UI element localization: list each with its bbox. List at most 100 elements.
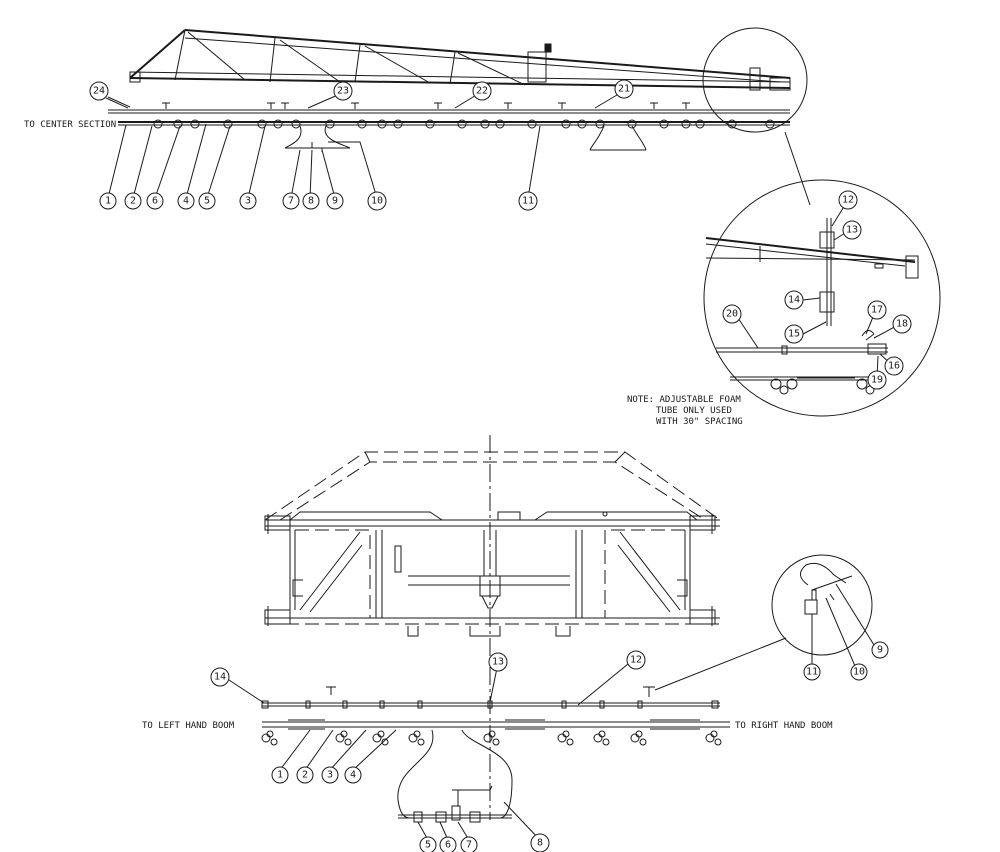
svg-text:4: 4 bbox=[350, 770, 356, 781]
svg-text:6: 6 bbox=[152, 196, 158, 207]
upper-boom-pipe bbox=[118, 119, 790, 152]
svg-text:2: 2 bbox=[130, 196, 136, 207]
callout-7: 7 bbox=[282, 192, 300, 210]
lower-callout-balloons: 14 13 12 1 2 3 4 5 6 7 8 9 10 11 bbox=[210, 641, 889, 852]
upper-nozzle-bodies bbox=[153, 119, 775, 129]
callout-6-lower: 6 bbox=[439, 836, 457, 852]
callout-2-lower: 2 bbox=[296, 766, 314, 784]
svg-text:3: 3 bbox=[327, 770, 333, 781]
callout-11: 11 bbox=[518, 191, 538, 211]
upper-foam-tube bbox=[105, 97, 790, 114]
svg-text:13: 13 bbox=[492, 657, 504, 668]
svg-text:24: 24 bbox=[93, 86, 105, 97]
svg-text:22: 22 bbox=[476, 86, 488, 97]
callout-1-lower: 1 bbox=[271, 766, 289, 784]
svg-text:12: 12 bbox=[842, 195, 854, 206]
left-hand-boom-label: TO LEFT HAND BOOM bbox=[142, 721, 235, 731]
callout-11-lower: 11 bbox=[803, 663, 821, 681]
upper-callout-balloons: 1 2 6 4 5 3 7 8 9 10 11 24 23 22 21 bbox=[89, 79, 634, 211]
svg-text:19: 19 bbox=[871, 375, 883, 386]
detail-view-content bbox=[705, 199, 919, 395]
svg-text:TUBE ONLY USED: TUBE ONLY USED bbox=[656, 406, 732, 416]
lower-foam-tube bbox=[261, 686, 720, 709]
callout-13: 13 bbox=[842, 220, 862, 240]
svg-text:5: 5 bbox=[204, 196, 210, 207]
svg-text:21: 21 bbox=[618, 84, 630, 95]
callout-14: 14 bbox=[784, 290, 804, 310]
callout-23: 23 bbox=[333, 81, 353, 101]
svg-text:4: 4 bbox=[183, 196, 189, 207]
lower-center-frame bbox=[264, 435, 721, 820]
lower-detail-circle bbox=[771, 554, 873, 656]
svg-text:12: 12 bbox=[630, 655, 642, 666]
upper-boom-truss bbox=[129, 29, 791, 91]
callout-9-lower: 9 bbox=[871, 641, 889, 659]
svg-text:2: 2 bbox=[302, 770, 308, 781]
svg-text:20: 20 bbox=[726, 309, 738, 320]
callout-10-lower: 10 bbox=[850, 663, 868, 681]
callout-2: 2 bbox=[124, 192, 142, 210]
detail-callout-circle-small bbox=[702, 27, 808, 133]
lower-boom-pipe bbox=[261, 719, 730, 823]
svg-text:16: 16 bbox=[888, 361, 900, 372]
svg-text:NOTE: ADJUSTABLE FOAM: NOTE: ADJUSTABLE FOAM bbox=[627, 395, 741, 405]
callout-13-lower: 13 bbox=[488, 652, 508, 672]
callout-3: 3 bbox=[239, 192, 257, 210]
svg-text:5: 5 bbox=[425, 840, 431, 851]
callout-5: 5 bbox=[198, 192, 216, 210]
lower-detail-content bbox=[800, 562, 853, 615]
svg-text:18: 18 bbox=[896, 319, 908, 330]
svg-text:14: 14 bbox=[214, 672, 226, 683]
svg-text:10: 10 bbox=[371, 196, 383, 207]
callout-16: 16 bbox=[884, 356, 904, 376]
lower-leaders bbox=[228, 583, 875, 841]
callout-21: 21 bbox=[614, 79, 634, 99]
svg-text:11: 11 bbox=[522, 196, 534, 207]
callout-12: 12 bbox=[838, 190, 858, 210]
foam-tube-note: NOTE: ADJUSTABLE FOAM TUBE ONLY USED WIT… bbox=[627, 395, 743, 427]
callout-9: 9 bbox=[326, 192, 344, 210]
svg-text:8: 8 bbox=[537, 838, 543, 849]
svg-text:17: 17 bbox=[871, 305, 883, 316]
svg-text:6: 6 bbox=[445, 840, 451, 851]
callout-17: 17 bbox=[867, 300, 887, 320]
callout-4: 4 bbox=[177, 192, 195, 210]
callout-24: 24 bbox=[89, 81, 109, 101]
callout-1: 1 bbox=[99, 192, 117, 210]
svg-text:1: 1 bbox=[105, 196, 111, 207]
callout-7-lower: 7 bbox=[460, 836, 478, 852]
svg-text:WITH 30" SPACING: WITH 30" SPACING bbox=[656, 417, 743, 427]
svg-text:23: 23 bbox=[337, 86, 349, 97]
callout-20: 20 bbox=[722, 304, 742, 324]
callout-15: 15 bbox=[784, 324, 804, 344]
right-hand-boom-label: TO RIGHT HAND BOOM bbox=[735, 721, 833, 731]
svg-text:9: 9 bbox=[877, 645, 883, 656]
callout-6: 6 bbox=[146, 192, 164, 210]
callout-8-lower: 8 bbox=[530, 833, 550, 852]
callout-18: 18 bbox=[892, 314, 912, 334]
callout-3-lower: 3 bbox=[321, 766, 339, 784]
lower-nozzle-bodies bbox=[261, 730, 722, 746]
svg-text:15: 15 bbox=[788, 329, 800, 340]
svg-text:9: 9 bbox=[332, 196, 338, 207]
callout-10: 10 bbox=[367, 191, 387, 211]
svg-text:13: 13 bbox=[846, 225, 858, 236]
svg-text:1: 1 bbox=[277, 770, 283, 781]
svg-text:14: 14 bbox=[788, 295, 800, 306]
callout-12-lower: 12 bbox=[626, 650, 646, 670]
svg-text:7: 7 bbox=[466, 840, 472, 851]
callout-19: 19 bbox=[867, 370, 887, 390]
detail-callout-balloons: 12 13 14 15 17 18 16 19 20 bbox=[722, 190, 912, 390]
upper-leaders bbox=[107, 91, 623, 199]
callout-14-lower: 14 bbox=[210, 667, 230, 687]
callout-22: 22 bbox=[472, 81, 492, 101]
svg-text:11: 11 bbox=[806, 667, 818, 678]
svg-text:8: 8 bbox=[308, 196, 314, 207]
callout-8: 8 bbox=[302, 192, 320, 210]
callout-5-lower: 5 bbox=[419, 836, 437, 852]
callout-4-lower: 4 bbox=[344, 766, 362, 784]
svg-text:3: 3 bbox=[245, 196, 251, 207]
center-section-label: TO CENTER SECTION bbox=[24, 120, 116, 130]
detail-view-circle bbox=[703, 179, 941, 417]
